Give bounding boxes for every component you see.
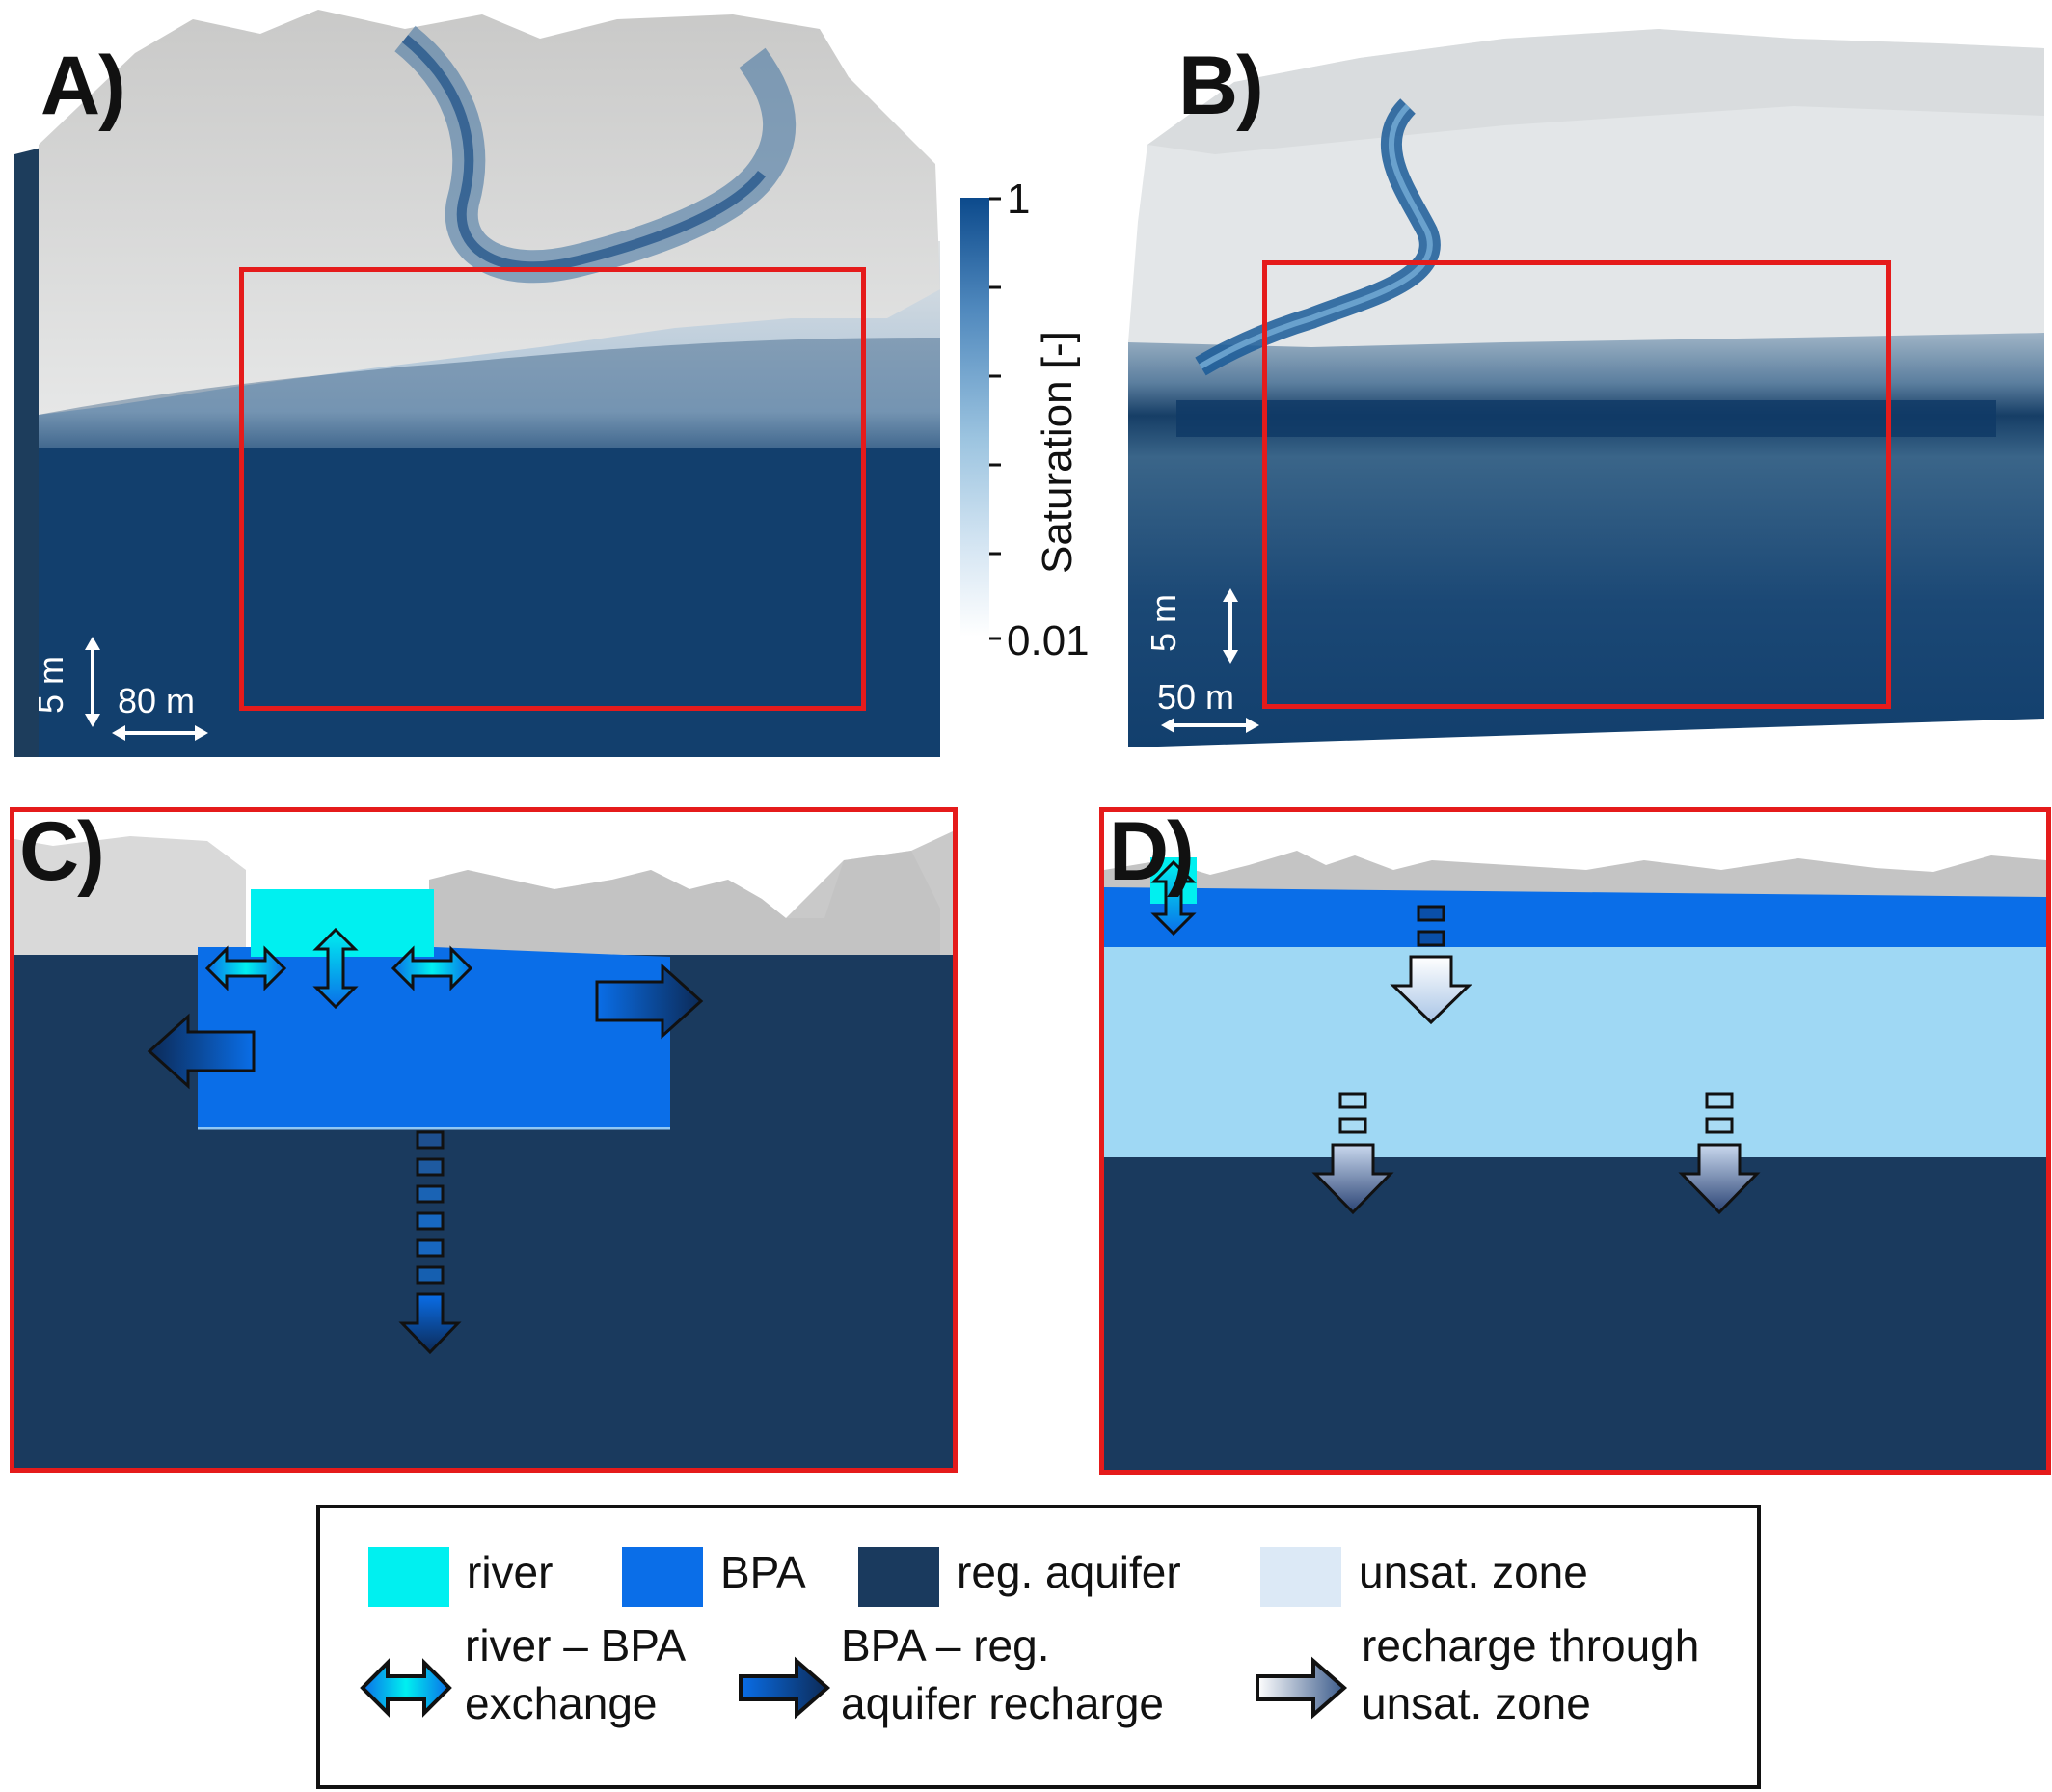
panel-d: D) — [1099, 807, 2051, 1475]
unsat-recharge-arrow-upper — [1390, 905, 1472, 1025]
legend-label-reg-aquifer: reg. aquifer — [957, 1547, 1181, 1597]
panel-d-arrows — [1150, 859, 1761, 1215]
panel-c-label: C) — [19, 807, 105, 898]
panel-b-highlight-box — [1262, 260, 1891, 709]
legend: river BPA reg. aquifer unsat. zone river… — [316, 1505, 1761, 1789]
legend-swatch-reg-aquifer — [858, 1547, 939, 1607]
legend-label-river: river — [467, 1547, 554, 1597]
panel-d-label: D) — [1109, 807, 1195, 898]
panel-c-arrows — [147, 927, 704, 1355]
unsat-recharge-arrow-left — [1311, 1092, 1394, 1215]
panel-a-block-render — [14, 10, 940, 757]
colorbar — [960, 198, 989, 637]
lateral-recharge-arrow-left — [147, 1013, 256, 1090]
legend-label-exchange-2: exchange — [465, 1678, 658, 1728]
panel-c: C) — [10, 807, 958, 1473]
legend-label-unsat-recharge-1: recharge through — [1362, 1620, 1700, 1670]
exchange-arrow-vertical-d — [1150, 859, 1197, 937]
legend-swatch-bpa — [622, 1547, 703, 1607]
unsat-recharge-arrow-right — [1678, 1092, 1761, 1215]
panel-b-scale-horizontal: 50 m — [1157, 677, 1235, 717]
legend-label-unsat-recharge-2: unsat. zone — [1362, 1678, 1591, 1728]
lateral-recharge-arrow-right — [595, 963, 704, 1040]
panel-b-scale-arrows — [1161, 588, 1259, 733]
panel-a-highlight-box — [239, 267, 866, 711]
vertical-recharge-arrow — [398, 1130, 462, 1355]
legend-label-exchange-1: river – BPA — [465, 1620, 687, 1670]
legend-label-unsat-zone: unsat. zone — [1359, 1547, 1588, 1597]
panel-b-label: B) — [1178, 40, 1264, 132]
legend-unsat-recharge-arrow-icon — [1256, 1656, 1348, 1720]
colorbar-min-label: 0.01 — [1007, 617, 1090, 665]
panel-b-scale-vertical: 5 m — [1144, 593, 1183, 652]
panel-b-block-render — [1128, 29, 2044, 747]
panel-a-scale-vertical: 5 m — [31, 655, 70, 714]
legend-exchange-arrow-icon — [360, 1658, 452, 1718]
colorbar-max-label: 1 — [1007, 176, 1031, 223]
panel-d-cross-section — [1104, 851, 2046, 1470]
legend-label-recharge-1: BPA – reg. — [841, 1620, 1050, 1670]
panel-b: B) 5 m 50 m — [1119, 0, 2052, 762]
exchange-arrow-left — [204, 945, 287, 991]
exchange-arrow-right — [391, 945, 473, 991]
legend-swatch-river — [368, 1547, 449, 1607]
panel-a: A) 5 m 80 m — [0, 0, 955, 762]
panel-a-label: A) — [40, 40, 126, 132]
exchange-arrow-vertical — [312, 927, 359, 1010]
legend-label-bpa: BPA — [720, 1547, 806, 1597]
colorbar-title: Saturation [-] — [1034, 331, 1081, 574]
legend-recharge-arrow-icon — [739, 1656, 831, 1720]
panel-a-scale-arrows — [85, 637, 208, 741]
legend-swatch-unsat-zone — [1260, 1547, 1341, 1607]
panel-a-scale-horizontal: 80 m — [118, 681, 196, 720]
panel-c-cross-section — [14, 831, 953, 1468]
legend-label-recharge-2: aquifer recharge — [841, 1678, 1164, 1728]
colorbar-ticks — [989, 197, 1001, 640]
